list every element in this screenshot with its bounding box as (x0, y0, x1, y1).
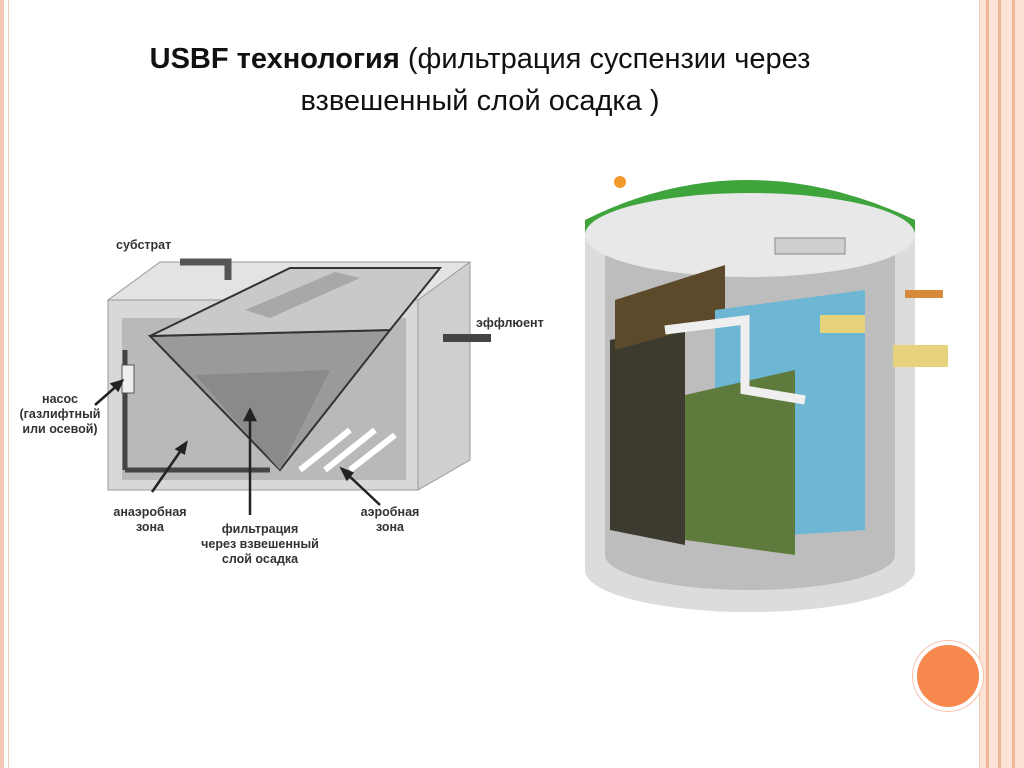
label-aerobic-line1: аэробная (360, 505, 420, 519)
label-anaerobic-zone: анаэробная зона (100, 505, 200, 535)
chamber-sludge (615, 265, 725, 350)
concrete-tank (106, 258, 491, 491)
frame-stripe (998, 0, 1001, 768)
cutaway-tank-illustration (585, 176, 948, 612)
frame-stripe (986, 0, 989, 768)
frame-stripe (1012, 0, 1015, 768)
inlet-pipe (820, 315, 865, 333)
label-filtration: фильтрация через взвешенный слой осадка (190, 522, 330, 567)
title-rest-line1: (фильтрация суспензии через (399, 43, 811, 75)
aeration-manifold (774, 237, 846, 255)
label-aerobic-line2: зона (375, 520, 405, 534)
tank-rim (585, 193, 915, 277)
label-pump-line3: или осевой) (22, 422, 98, 436)
slide-title: USBF технология (фильтрация суспензии че… (40, 38, 920, 122)
outlet-pipe (893, 345, 948, 367)
title-line2: взвешенный слой осадка ) (300, 85, 660, 117)
right-frame-border (978, 0, 1024, 768)
label-effluent: эффлюент (476, 316, 544, 330)
label-anaerobic-line2: зона (135, 520, 165, 534)
label-substrate: субстрат (116, 238, 172, 252)
internal-piping (664, 314, 806, 405)
label-pump: насос (газлифтный или осевой) (10, 392, 110, 437)
chamber-filter-media (610, 325, 685, 545)
label-pump-line1: насос (42, 392, 78, 406)
left-frame-border (0, 0, 4, 768)
label-anaerobic-line1: анаэробная (113, 505, 187, 519)
outlet-pipe-small (905, 290, 943, 298)
title-bold-part: USBF технология (149, 43, 400, 75)
vent-cap (614, 176, 626, 188)
label-filtration-line2: через взвешенный (201, 537, 319, 551)
accent-circle (913, 641, 983, 711)
label-pump-line2: (газлифтный (19, 407, 101, 421)
label-aerobic-zone: аэробная зона (345, 505, 435, 535)
label-filtration-line1: фильтрация (221, 522, 299, 536)
chamber-settled-sludge (685, 370, 795, 555)
label-filtration-line3: слой осадка (221, 552, 299, 566)
callout-arrows (94, 379, 381, 515)
